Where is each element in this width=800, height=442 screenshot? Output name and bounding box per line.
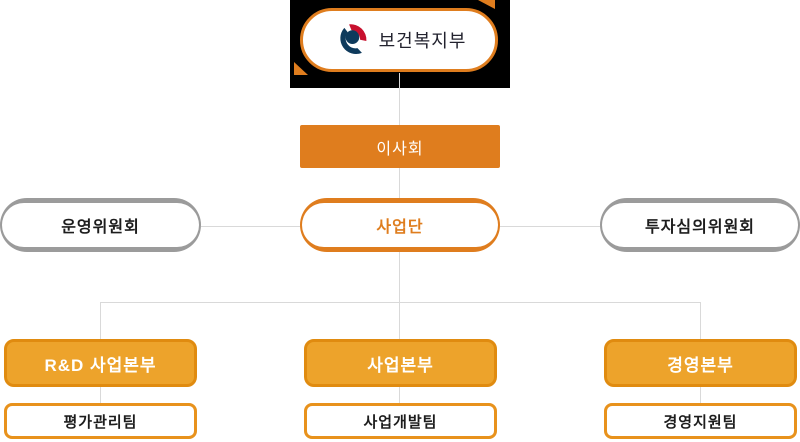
connector-board-to-project-group xyxy=(399,168,400,198)
business-development-team-label: 사업개발팀 xyxy=(363,413,438,431)
connector-drop-management-hq xyxy=(700,302,701,339)
connector-project-group-to-investment xyxy=(500,226,600,227)
logo-corner-triangle-top-right xyxy=(478,0,495,9)
node-project-group: 사업단 xyxy=(300,198,500,252)
project-group-label: 사업단 xyxy=(376,219,424,236)
node-business-development-team: 사업개발팀 xyxy=(304,403,497,439)
node-ministry: 보건복지부 xyxy=(300,8,498,72)
node-management-headquarters: 경영본부 xyxy=(604,339,797,387)
connector-division-bus xyxy=(100,302,700,303)
connector-drop-rnd-hq xyxy=(100,302,101,339)
management-headquarters-label: 경영본부 xyxy=(667,355,734,375)
node-board: 이사회 xyxy=(300,125,500,168)
rnd-headquarters-label: R&D 사업본부 xyxy=(44,355,157,375)
business-headquarters-label: 사업본부 xyxy=(367,355,434,375)
node-business-headquarters: 사업본부 xyxy=(304,339,497,387)
node-management-support-team: 경영지원팀 xyxy=(604,403,797,439)
management-support-team-label: 경영지원팀 xyxy=(663,413,738,431)
operating-committee-label: 운영위원회 xyxy=(61,219,140,236)
node-investment-committee: 투자심의위원회 xyxy=(600,198,800,252)
connector-business-hq-to-team xyxy=(399,387,400,403)
connector-operating-to-project-group xyxy=(201,226,300,227)
investment-committee-label: 투자심의위원회 xyxy=(644,219,756,236)
connector-root-to-board xyxy=(399,73,400,125)
ministry-label: 보건복지부 xyxy=(378,31,467,51)
node-rnd-headquarters: R&D 사업본부 xyxy=(4,339,197,387)
connector-project-group-down xyxy=(399,252,400,339)
connector-management-hq-to-team xyxy=(700,387,701,403)
taegeuk-emblem-icon xyxy=(332,21,370,59)
evaluation-management-team-label: 평가관리팀 xyxy=(63,413,138,431)
connector-rnd-hq-to-team xyxy=(100,387,101,403)
board-label: 이사회 xyxy=(376,140,424,158)
node-evaluation-management-team: 평가관리팀 xyxy=(4,403,197,439)
node-operating-committee: 운영위원회 xyxy=(0,198,201,252)
